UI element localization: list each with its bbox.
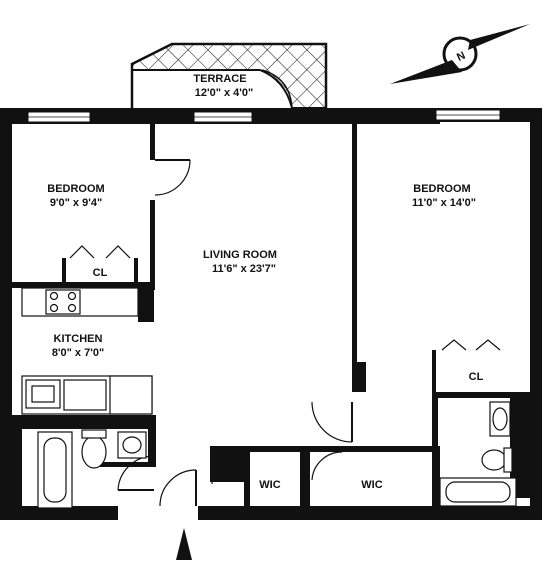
closet1-label: CL — [93, 267, 108, 279]
kitchen-name: KITCHEN — [54, 333, 103, 345]
doors — [69, 159, 501, 507]
terrace-dims: 12'0" x 4'0" — [195, 87, 253, 99]
bath2-fixtures — [439, 401, 517, 507]
windows — [27, 109, 501, 123]
living-room-name: LIVING ROOM — [203, 249, 277, 261]
interior-walls — [12, 122, 530, 506]
entry-arrow-icon — [176, 528, 192, 560]
exterior-walls — [0, 108, 542, 520]
kitchen-fixtures — [21, 287, 153, 415]
kitchen-dims: 8'0" x 7'0" — [52, 347, 104, 359]
bedroom2-dims: 11'0" x 14'0" — [412, 197, 476, 209]
wic2-label: WIC — [361, 479, 382, 491]
closet2-label: CL — [469, 371, 484, 383]
wic1-label: WIC — [259, 479, 280, 491]
living-room-dims: 11'6" x 23'7" — [212, 263, 276, 275]
north-arrow-icon: N — [390, 24, 530, 84]
bedroom1-name: BEDROOM — [47, 183, 104, 195]
bedroom2-name: BEDROOM — [413, 183, 470, 195]
terrace-name: TERRACE — [193, 73, 246, 85]
bath1-fixtures — [37, 429, 147, 509]
bedroom1-dims: 9'0" x 9'4" — [50, 197, 102, 209]
terrace — [130, 42, 328, 109]
